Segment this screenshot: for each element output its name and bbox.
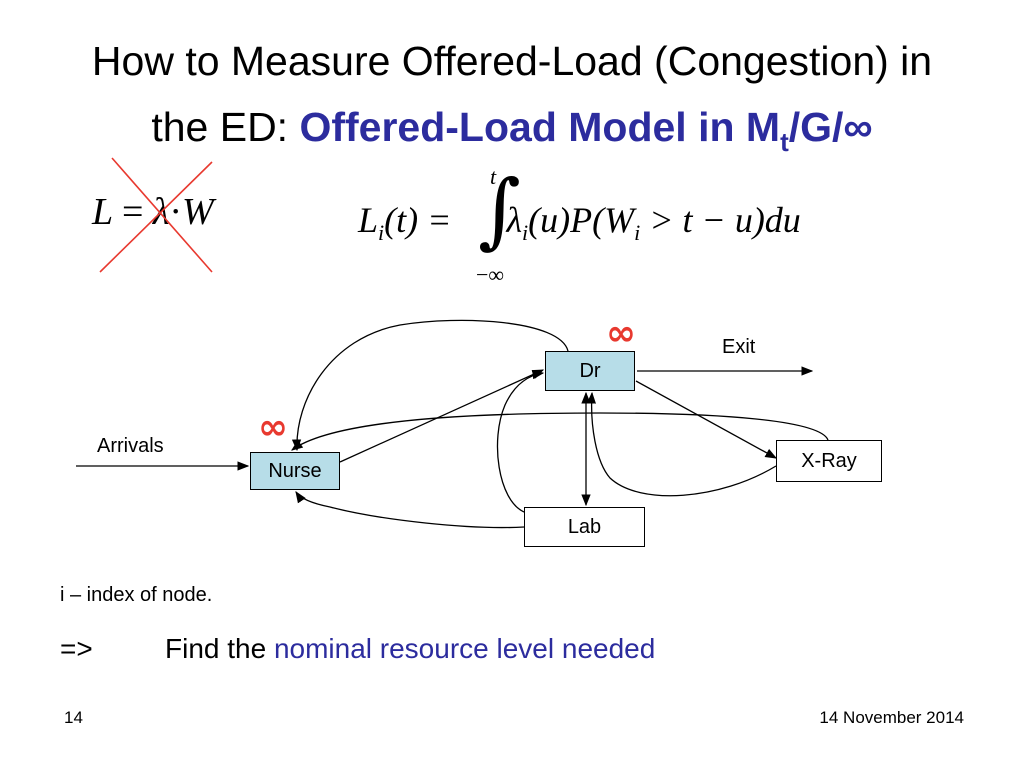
integral-upper-limit: t: [490, 164, 497, 189]
node-xray: X-Ray: [776, 440, 882, 482]
integral-sign: ∫: [478, 163, 521, 258]
edge-xray-dr: [586, 391, 777, 497]
slide-title-line-2: the ED: Offered-Load Model in Mt/G/∞: [0, 100, 1024, 160]
offered-load-lambda: λ: [506, 200, 523, 240]
edge-dr-nurse-loop: [291, 319, 569, 452]
title-accent-suffix: /G/∞: [788, 104, 873, 150]
conclusion-accent: nominal resource level needed: [273, 633, 656, 664]
title-accent-text: Offered-Load Model in M: [299, 104, 781, 150]
offered-load-integrand: λi(u)P(Wi > t − u)du: [506, 200, 801, 245]
conclusion-prefix: Find the: [165, 633, 274, 664]
exit-label: Exit: [722, 336, 756, 358]
node-lab: Lab: [524, 507, 645, 547]
implies-arrow: =>: [60, 633, 93, 664]
edge-dr-xray: [635, 380, 778, 459]
offered-load-lhs-sub: i: [378, 220, 385, 246]
offered-load-w-sub: i: [634, 220, 641, 246]
little-law-formula: L = λ·W: [92, 190, 214, 234]
offered-load-formula: Li(t) = λi(u)P(Wi > t − u)du: [358, 199, 801, 246]
cross-line-1: [111, 157, 213, 273]
infinity-symbol-nurse: ∞: [258, 407, 288, 448]
slide-date: 14 November 2014: [819, 708, 964, 727]
cross-line-2: [99, 161, 213, 273]
slide-number: 14: [64, 708, 83, 727]
little-law-w: W: [182, 191, 214, 233]
index-note: i – index of node.: [60, 584, 213, 606]
offered-load-rest-b: > t − u)du: [640, 200, 801, 240]
edge-lab-nurse: [295, 491, 525, 529]
title-accent: Offered-Load Model in Mt/G/∞: [299, 104, 873, 157]
slide-title-line-1: How to Measure Offered-Load (Congestion)…: [91, 38, 933, 84]
offered-load-lhs-arg: (t) =: [384, 200, 461, 240]
edge-lab-dr: [496, 369, 545, 513]
little-law-lhs: L: [92, 191, 113, 233]
title-accent-subscript: t: [780, 127, 789, 157]
integral-lower-limit: −∞: [476, 262, 505, 287]
offered-load-lambda-sub: i: [522, 220, 529, 246]
offered-load-rest-a: (u)P(W: [528, 200, 635, 240]
arrivals-label: Arrivals: [97, 435, 164, 457]
edge-nurse-dr: [339, 369, 545, 463]
conclusion-text: Find the nominal resource level needed: [165, 633, 655, 665]
node-nurse: Nurse: [250, 452, 340, 490]
offered-load-lhs: L: [358, 200, 379, 240]
node-dr: Dr: [545, 351, 635, 391]
title-prefix: the ED:: [151, 104, 300, 150]
infinity-symbol-dr: ∞: [606, 313, 636, 354]
little-law-equals: =: [121, 191, 144, 233]
edge-xray-nurse: [291, 412, 829, 451]
